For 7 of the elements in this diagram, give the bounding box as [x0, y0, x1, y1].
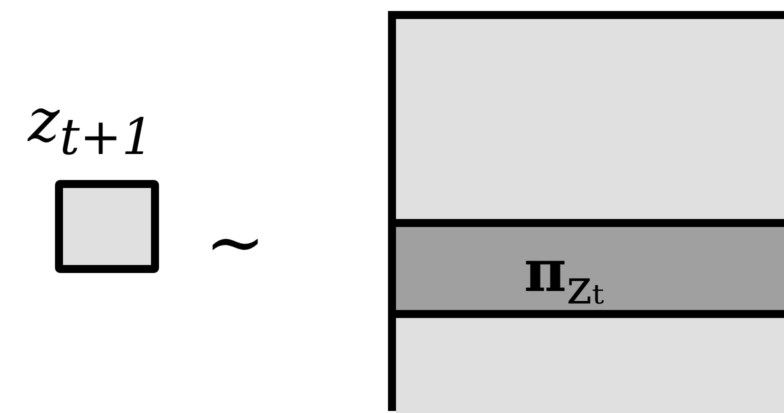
- tilde-symbol: ∼: [205, 200, 266, 284]
- highlighted-row: [396, 219, 784, 318]
- matrix-row: [396, 19, 784, 219]
- matrix-box: [388, 11, 784, 411]
- variable-label: z$_{t+1}$: [28, 86, 154, 166]
- matrix-row: [396, 318, 784, 413]
- math-label: π$_{zₜ}$: [524, 237, 604, 316]
